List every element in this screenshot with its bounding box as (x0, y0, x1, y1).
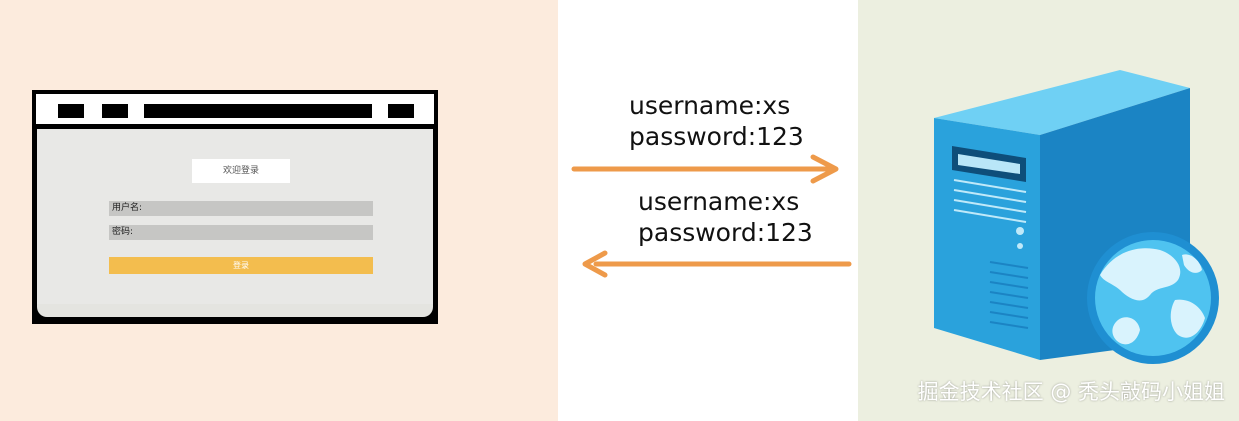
response-arrow (582, 250, 852, 278)
title-bar-block (102, 104, 128, 118)
response-password: password:123 (638, 218, 813, 247)
welcome-title: 欢迎登录 (192, 159, 290, 183)
login-form: 欢迎登录 用户名: 密码: 登录 (37, 129, 433, 304)
request-password: password:123 (629, 122, 804, 151)
browser-window: 欢迎登录 用户名: 密码: 登录 (32, 90, 438, 324)
username-field[interactable]: 用户名: (109, 201, 373, 216)
address-bar-block (144, 104, 372, 118)
watermark: 掘金技术社区 @ 秃头敲码小姐姐 (917, 380, 1225, 404)
title-bar-block (58, 104, 84, 118)
response-username: username:xs (638, 187, 800, 216)
request-arrow (571, 154, 839, 184)
browser-title-bar (36, 94, 434, 124)
title-bar-block (388, 104, 414, 118)
password-field[interactable]: 密码: (109, 225, 373, 240)
request-username: username:xs (629, 91, 791, 120)
globe-icon (1087, 232, 1219, 364)
login-button[interactable]: 登录 (109, 257, 373, 274)
browser-content: 欢迎登录 用户名: 密码: 登录 (37, 129, 433, 317)
